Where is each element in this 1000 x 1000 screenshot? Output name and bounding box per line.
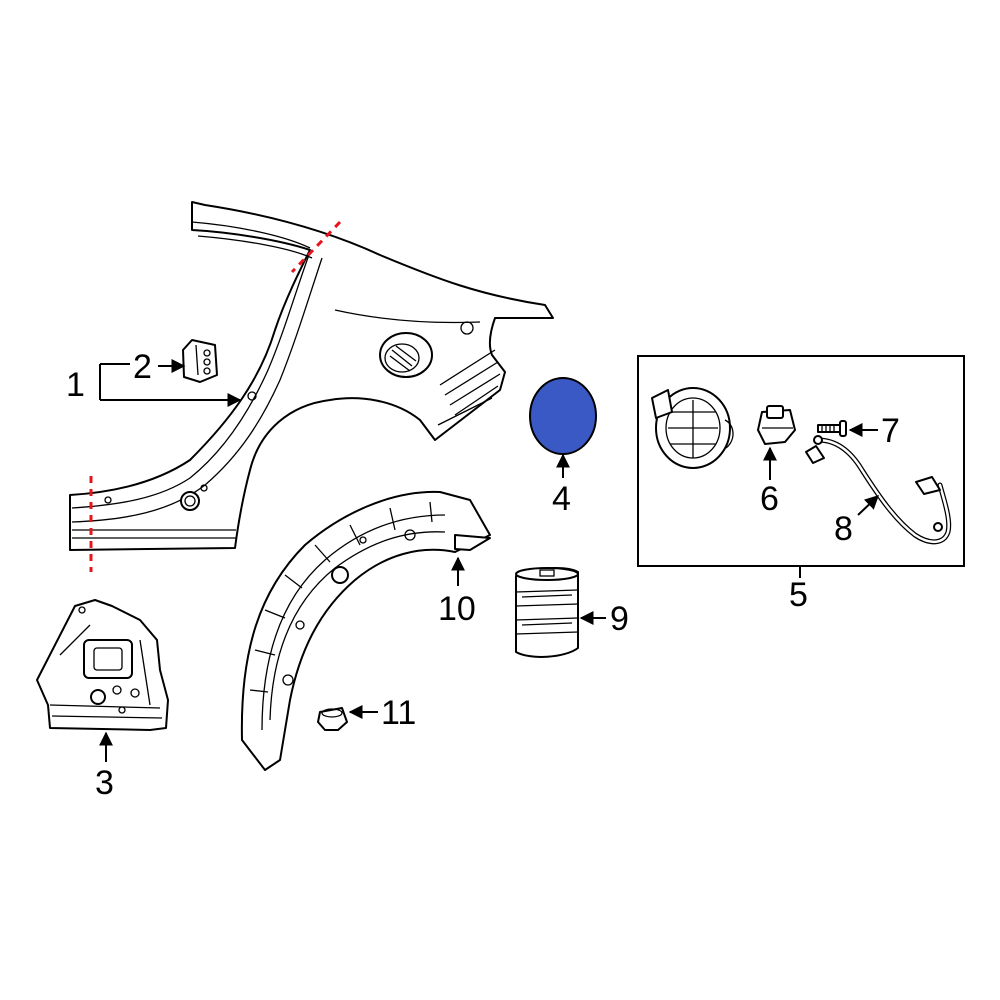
callout-3: 3 — [95, 731, 114, 802]
callout-8: 8 — [834, 495, 880, 548]
callout-label-2: 2 — [133, 348, 152, 386]
screw-part[interactable] — [817, 420, 847, 437]
callout-label-3: 3 — [95, 764, 114, 802]
callout-label-8: 8 — [834, 510, 853, 548]
callout-label-5: 5 — [789, 576, 808, 614]
actuator-part[interactable] — [757, 405, 796, 445]
callout-label-11: 11 — [381, 694, 416, 732]
callout-label-9: 9 — [610, 600, 629, 638]
callout-6: 6 — [760, 446, 779, 518]
callout-9: 9 — [579, 600, 629, 638]
quarter-panel[interactable] — [69, 201, 554, 551]
callout-11: 11 — [348, 694, 416, 732]
callout-label-6: 6 — [760, 480, 779, 518]
fuel-door[interactable] — [529, 377, 597, 455]
callout-2: 2 — [133, 348, 186, 386]
release-cable[interactable] — [805, 435, 952, 545]
bracket-part[interactable] — [182, 339, 218, 383]
callout-label-7: 7 — [881, 412, 900, 450]
clip-nut[interactable] — [317, 707, 348, 731]
callout-label-4: 4 — [552, 480, 571, 518]
inner-panel[interactable] — [36, 599, 169, 731]
callout-1: 1 — [66, 363, 242, 407]
filler-housing[interactable] — [515, 567, 579, 658]
wheel-liner[interactable] — [240, 490, 491, 771]
callout-label-1: 1 — [66, 366, 85, 404]
cut-line-upper — [290, 220, 342, 274]
callout-10: 10 — [438, 556, 476, 628]
callout-4: 4 — [552, 453, 571, 518]
callout-label-10: 10 — [438, 590, 476, 628]
callout-7: 7 — [848, 412, 900, 450]
callout-5: 5 — [789, 566, 808, 614]
fuel-door-housing[interactable] — [651, 387, 734, 469]
